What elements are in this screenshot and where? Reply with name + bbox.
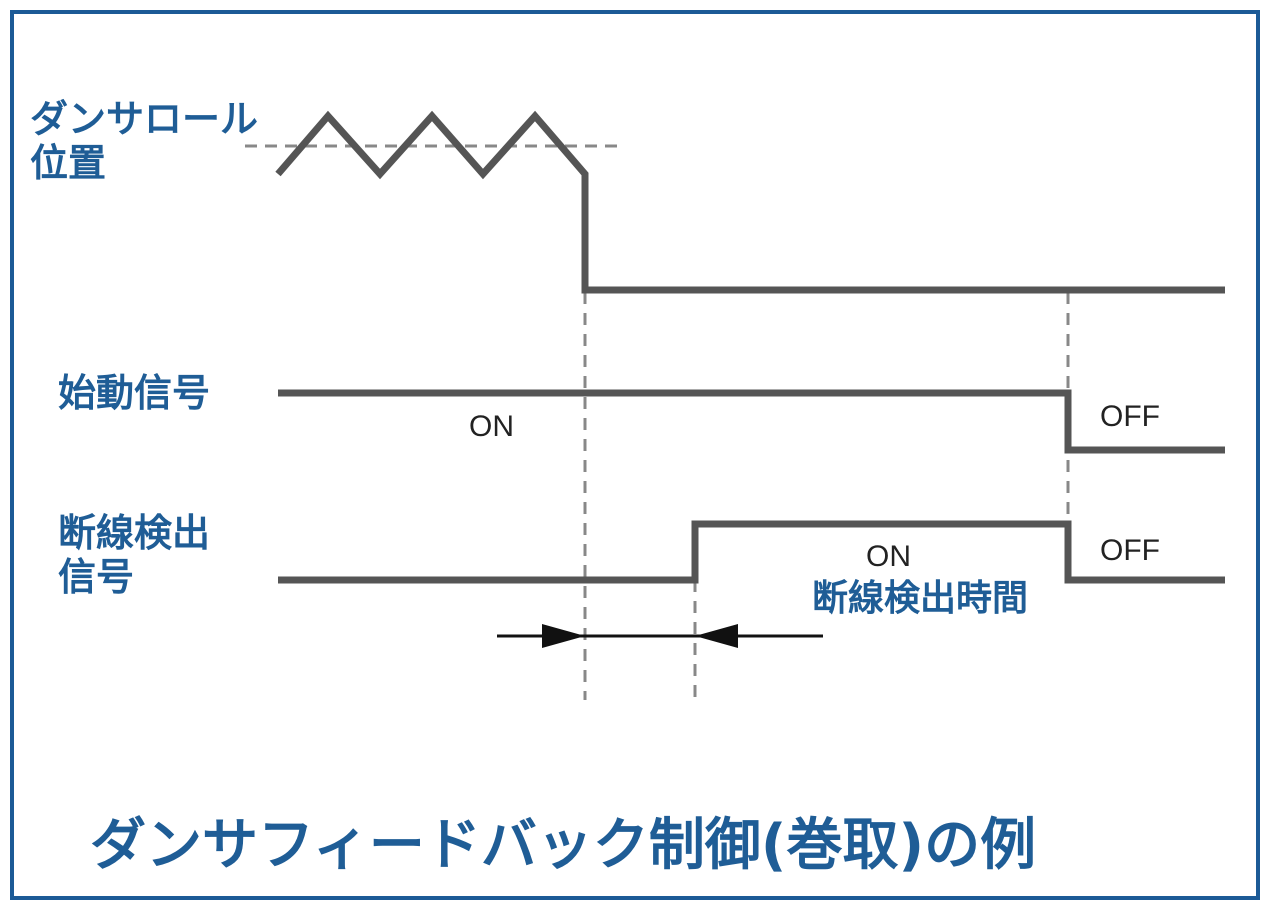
diagram-caption: ダンサフィードバック制御(巻取)の例 [90, 813, 1037, 878]
break-detect-on-label: ON [866, 540, 911, 573]
arrow-right-icon [542, 624, 585, 648]
break-detect-label-line2: 信号 [58, 554, 135, 599]
start-signal-on-label: ON [469, 410, 514, 443]
dancer-position-label-line2: 位置 [30, 140, 107, 185]
dancer-position-label: ダンサロール 位置 [30, 97, 259, 185]
start-signal-label: 始動信号 [58, 371, 211, 415]
break-detect-off-label: OFF [1100, 534, 1160, 567]
start-signal-off-label: OFF [1100, 400, 1160, 433]
break-detect-time-label: 断線検出時間 [812, 578, 1029, 619]
break-detect-label-line1: 断線検出 [58, 511, 211, 555]
break-detect-signal-label: 断線検出 信号 [58, 511, 211, 599]
diagram-frame [10, 10, 1260, 900]
arrow-left-icon [695, 624, 738, 648]
break-detect-signal-waveform [278, 520, 1225, 584]
dancer-position-waveform [275, 110, 1225, 294]
dancer-position-label-line1: ダンサロール [30, 97, 259, 141]
start-signal-waveform [278, 389, 1225, 454]
